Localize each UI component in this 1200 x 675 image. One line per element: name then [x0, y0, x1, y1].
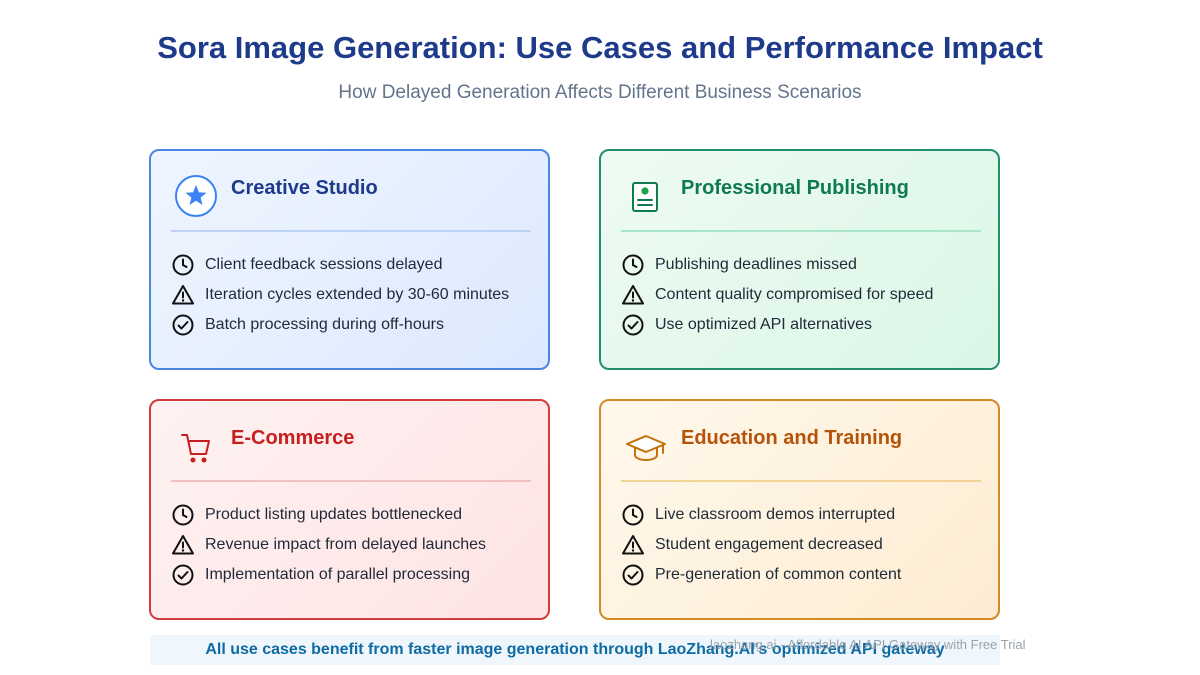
graduation-cap-icon	[626, 435, 666, 462]
list-item-text: Student engagement decreased	[655, 536, 883, 553]
footer-banner: All use cases benefit from faster image …	[150, 635, 1000, 665]
list-item: Student engagement decreased	[621, 530, 991, 560]
list-item-text: Iteration cycles extended by 30-60 minut…	[205, 286, 510, 303]
check-circle-icon	[171, 563, 195, 587]
list-item: Implementation of parallel processing	[171, 560, 541, 590]
card-creative-studio: Creative Studio Client feedback sessions…	[149, 149, 550, 370]
list-item: Revenue impact from delayed launches	[171, 530, 541, 560]
card-title: Education and Training	[681, 427, 903, 449]
card-title: E-Commerce	[231, 427, 355, 449]
list-item-text: Publishing deadlines missed	[655, 256, 857, 273]
card-title: Professional Publishing	[681, 177, 909, 199]
list-item: Use optimized API alternatives	[621, 310, 991, 340]
list-item-text: Use optimized API alternatives	[655, 316, 872, 333]
card-divider	[171, 480, 531, 482]
check-circle-icon	[621, 563, 645, 587]
list-item-text: Product listing updates bottlenecked	[205, 506, 463, 523]
shopping-cart-icon	[181, 434, 210, 463]
list-item: Content quality compromised for speed	[621, 280, 991, 310]
card-e-commerce: E-Commerce Product listing updates bottl…	[149, 399, 550, 620]
clock-icon	[171, 253, 195, 277]
warning-icon	[171, 283, 195, 307]
card-items: Live classroom demos interrupted Student…	[621, 500, 991, 590]
page-title: Sora Image Generation: Use Cases and Per…	[157, 30, 1043, 65]
list-item-text: Content quality compromised for speed	[655, 286, 934, 303]
card-title: Creative Studio	[231, 177, 378, 199]
warning-icon	[171, 533, 195, 557]
list-item-text: Live classroom demos interrupted	[655, 506, 896, 523]
list-item-text: Pre-generation of common content	[655, 566, 902, 583]
card-education-training: Education and Training Live classroom de…	[599, 399, 1000, 620]
clock-icon	[621, 253, 645, 277]
card-professional-publishing: Professional Publishing Publishing deadl…	[599, 149, 1000, 370]
watermark: laozhang.ai - Affordable AI API Gateway …	[710, 637, 1026, 652]
check-circle-icon	[171, 313, 195, 337]
card-items: Product listing updates bottlenecked Rev…	[171, 500, 541, 590]
list-item: Client feedback sessions delayed	[171, 250, 541, 280]
clock-icon	[621, 503, 645, 527]
document-icon	[632, 182, 658, 212]
list-item: Publishing deadlines missed	[621, 250, 991, 280]
list-item: Iteration cycles extended by 30-60 minut…	[171, 280, 541, 310]
page-subtitle: How Delayed Generation Affects Different…	[338, 82, 862, 103]
list-item-text: Batch processing during off-hours	[205, 316, 444, 333]
list-item: Pre-generation of common content	[621, 560, 991, 590]
list-item-text: Implementation of parallel processing	[205, 566, 471, 583]
card-divider	[621, 480, 981, 482]
list-item-text: Client feedback sessions delayed	[205, 256, 443, 273]
card-divider	[171, 230, 531, 232]
clock-icon	[171, 503, 195, 527]
card-divider	[621, 230, 981, 232]
check-circle-icon	[621, 313, 645, 337]
warning-icon	[621, 533, 645, 557]
card-items: Publishing deadlines missed Content qual…	[621, 250, 991, 340]
list-item-text: Revenue impact from delayed launches	[205, 536, 487, 553]
warning-icon	[621, 283, 645, 307]
card-items: Client feedback sessions delayed Iterati…	[171, 250, 541, 340]
list-item: Live classroom demos interrupted	[621, 500, 991, 530]
list-item: Batch processing during off-hours	[171, 310, 541, 340]
list-item: Product listing updates bottlenecked	[171, 500, 541, 530]
star-icon	[175, 175, 217, 217]
